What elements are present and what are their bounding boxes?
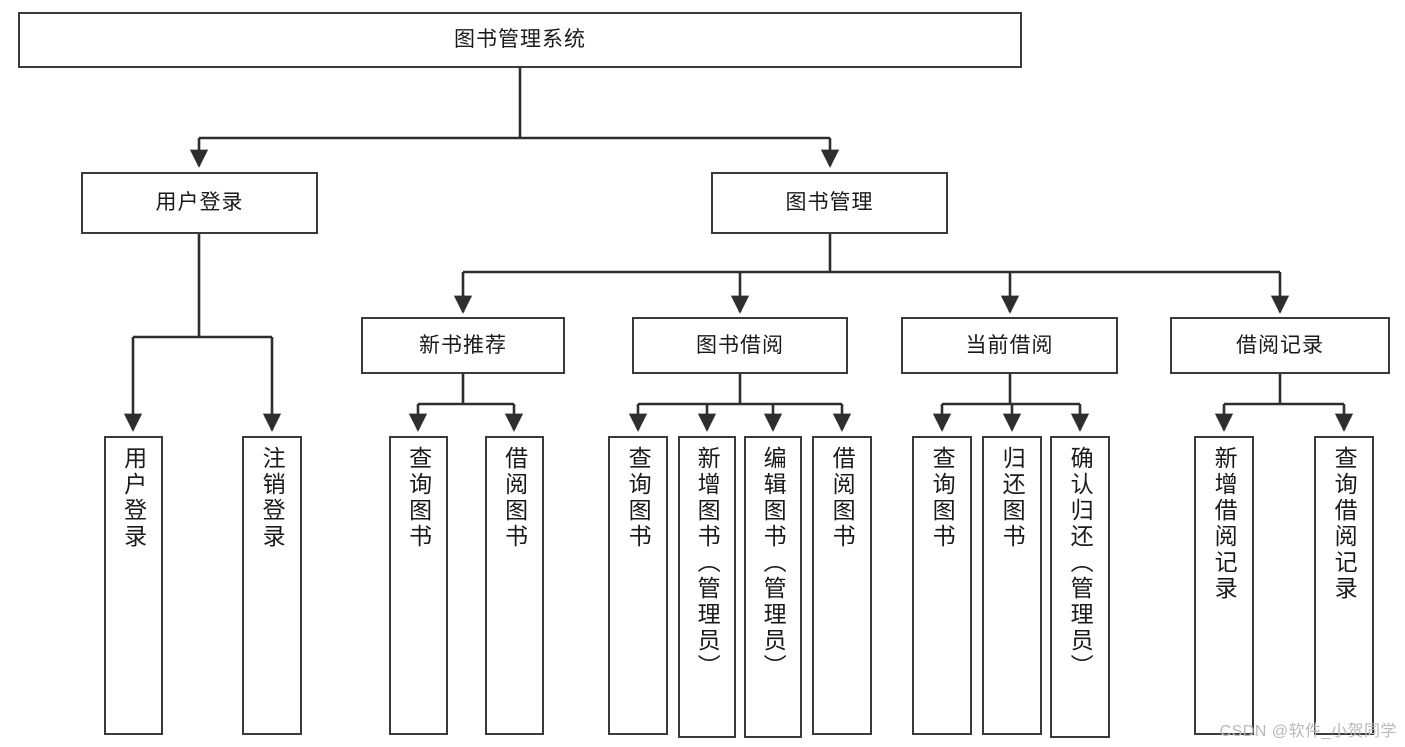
node-leaf-return-book[interactable]: 归还图书 (982, 436, 1042, 735)
node-leaf-add-borrow-record[interactable]: 新增借阅记录 (1194, 436, 1254, 735)
node-leaf-confirm-return-admin[interactable]: 确认归还（管理员） (1050, 436, 1110, 738)
node-label: 用户登录 (120, 446, 147, 550)
node-label: 新增图书（管理员） (694, 446, 721, 680)
node-label: 查询借阅记录 (1331, 446, 1358, 602)
node-label: 查询图书 (405, 446, 432, 550)
node-label: 当前借阅 (965, 333, 1054, 357)
node-user-login[interactable]: 用户登录 (81, 172, 318, 234)
node-label: 注销登录 (259, 446, 286, 550)
node-label: 图书管理系统 (454, 28, 586, 52)
node-leaf-logout[interactable]: 注销登录 (242, 436, 302, 735)
node-leaf-query-book-current[interactable]: 查询图书 (912, 436, 972, 735)
node-label: 图书管理 (785, 191, 874, 215)
node-new-book-recommend[interactable]: 新书推荐 (361, 317, 565, 374)
node-leaf-borrow-book[interactable]: 借阅图书 (812, 436, 872, 735)
node-leaf-edit-book-admin[interactable]: 编辑图书（管理员） (744, 436, 802, 738)
node-label: 新增借阅记录 (1211, 446, 1238, 602)
node-book-management[interactable]: 图书管理 (711, 172, 948, 234)
node-label: 归还图书 (999, 446, 1026, 550)
csdn-watermark: CSDN @软件_小贺同学 (1219, 723, 1397, 740)
node-label: 借阅记录 (1236, 333, 1324, 357)
node-label: 用户登录 (155, 191, 244, 215)
node-label: 查询图书 (625, 446, 652, 550)
node-label: 查询图书 (929, 446, 956, 550)
node-label: 借阅图书 (501, 446, 528, 550)
node-leaf-query-borrow-record[interactable]: 查询借阅记录 (1314, 436, 1374, 735)
node-leaf-user-login[interactable]: 用户登录 (104, 436, 163, 735)
node-label: 借阅图书 (829, 446, 856, 550)
node-leaf-query-book[interactable]: 查询图书 (608, 436, 668, 735)
node-current-borrow[interactable]: 当前借阅 (901, 317, 1118, 374)
node-leaf-query-book-recommend[interactable]: 查询图书 (389, 436, 448, 735)
node-borrow-record[interactable]: 借阅记录 (1170, 317, 1390, 374)
node-leaf-borrow-book-recommend[interactable]: 借阅图书 (485, 436, 544, 735)
node-label: 编辑图书（管理员） (760, 446, 787, 680)
node-root-book-management-system[interactable]: 图书管理系统 (18, 12, 1022, 68)
node-leaf-add-book-admin[interactable]: 新增图书（管理员） (678, 436, 736, 738)
node-book-borrow[interactable]: 图书借阅 (632, 317, 848, 374)
node-label: 新书推荐 (419, 333, 507, 357)
node-label: 图书借阅 (696, 333, 784, 357)
node-label: 确认归还（管理员） (1067, 446, 1094, 680)
